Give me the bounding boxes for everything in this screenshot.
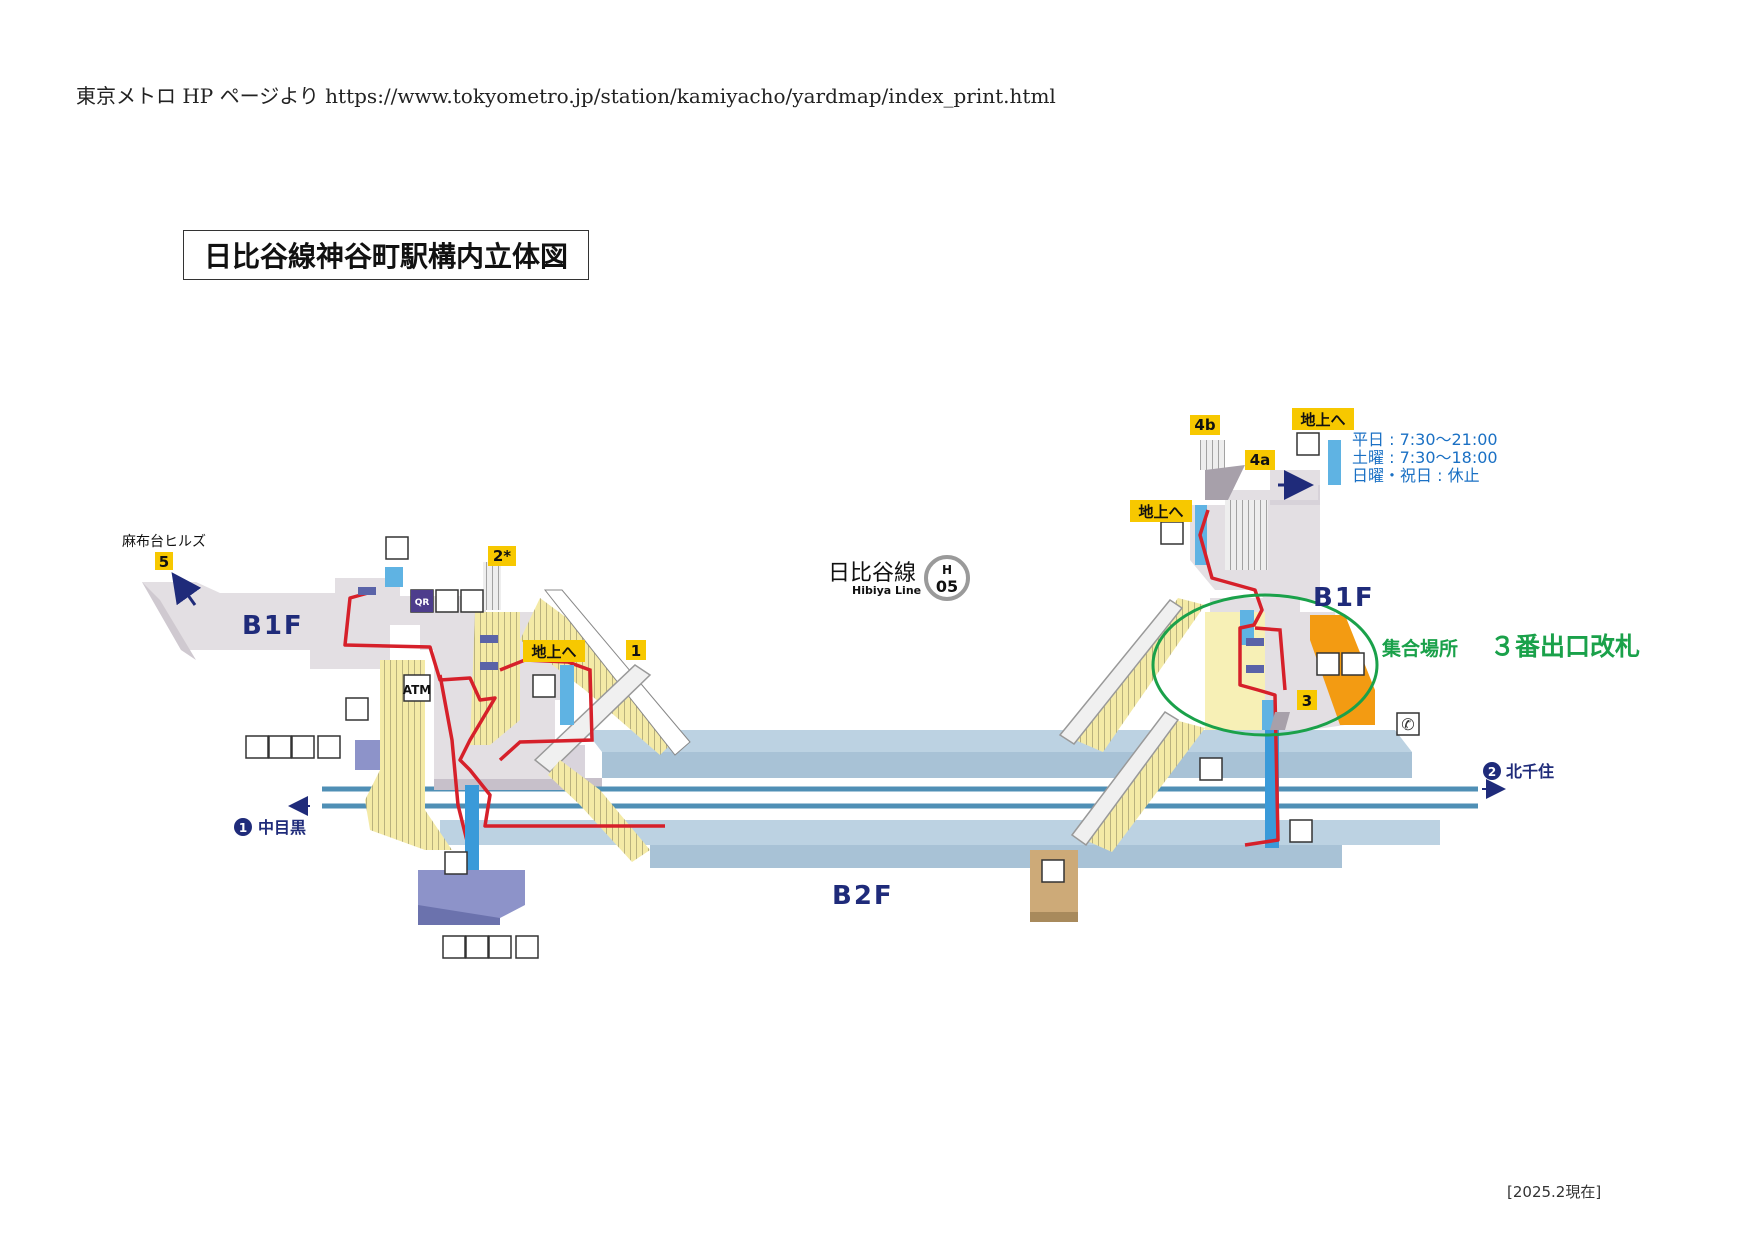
hours-weekday: 平日 : 7:30～21:00 — [1352, 430, 1498, 449]
floor-label-b2f: B2F — [832, 881, 894, 911]
line-code-number: 05 — [936, 577, 958, 596]
left-route — [343, 591, 665, 828]
left-stair-down-b2f — [548, 760, 650, 862]
right-elevator-top — [1328, 440, 1341, 485]
exit1-tag — [626, 640, 646, 660]
left-mid-stair — [470, 612, 520, 745]
right-gate-1 — [1246, 638, 1264, 646]
line-code-letter: H — [942, 563, 952, 577]
exit2-label: 2* — [493, 547, 511, 565]
right-stair-down — [1085, 720, 1205, 852]
exit1-label: 1 — [631, 642, 641, 660]
to-ground-right-mid-tag — [1130, 500, 1192, 522]
line-name-ja: 日比谷線 — [828, 561, 916, 586]
exit4b-stair — [1200, 440, 1225, 470]
right-escalator — [1058, 598, 1184, 745]
hours-saturday: 土曜 : 7:30～18:00 — [1352, 448, 1498, 467]
left-stair-to-b2f — [365, 660, 452, 850]
exit3-label: 3 — [1302, 692, 1312, 710]
to-ground-right-mid-label: 地上へ — [1138, 503, 1183, 521]
page-title: 日比谷線神谷町駅構内立体図 — [183, 230, 589, 280]
atm-label: ATM — [403, 683, 431, 697]
left-b2f-lower-shadow — [418, 905, 500, 925]
exit5-arrow — [171, 572, 202, 606]
exit4a-ramp — [1205, 465, 1245, 500]
exit4b-tag — [1190, 415, 1220, 435]
to-ground-right-top-tag — [1292, 408, 1354, 430]
facility-icons — [245, 432, 1420, 959]
left-elevator-box — [385, 567, 403, 587]
kita-senju-num: 2 — [1488, 765, 1496, 779]
rail-tracks — [322, 786, 1478, 809]
exit2-tag — [488, 546, 516, 566]
left-b2f-lower-concourse — [418, 870, 525, 918]
exit5-label: 5 — [159, 553, 169, 571]
right-escalator-down — [1070, 711, 1180, 847]
qr-box — [411, 590, 433, 612]
naka-meguro-label: 中目黒 — [258, 818, 306, 837]
exit1-stair — [520, 598, 680, 755]
exit3-tag — [1297, 690, 1317, 710]
as-of-date: [2025.2現在] — [1507, 1183, 1602, 1201]
source-note: 東京メトロ HP ページより https://www.tokyometro.jp… — [76, 84, 1056, 108]
exit2-structure — [483, 562, 501, 610]
naka-meguro-num: 1 — [239, 821, 247, 835]
meeting-point-circle — [1151, 593, 1379, 737]
meeting-label: 集合場所 — [1381, 637, 1458, 660]
left-mid-elevator — [560, 665, 574, 725]
to-ground-left-tag — [523, 640, 585, 662]
exit3-stair — [1270, 712, 1290, 730]
meeting-place: ３番出口改札 — [1490, 632, 1640, 661]
line-code-badge — [924, 555, 970, 601]
qr-label: QR — [415, 598, 430, 608]
right-stair-up — [1075, 598, 1205, 752]
b2f-platform-lower — [440, 820, 1440, 868]
b2f-center-room-base — [1030, 912, 1078, 922]
left-gate-1 — [358, 587, 376, 595]
kita-senju-label: 北千住 — [1506, 762, 1554, 781]
atm-box — [403, 674, 431, 702]
floor-label-b1f-right: B1F — [1313, 583, 1375, 613]
exit5-tag — [155, 552, 173, 570]
to-ground-left-label: 地上へ — [531, 643, 576, 661]
to-ground-right-top-label: 地上へ — [1300, 411, 1345, 429]
right-gate-2 — [1246, 665, 1264, 673]
line-name-en: Hibiya Line — [852, 584, 921, 597]
exit4a-tag — [1245, 450, 1275, 470]
right-route-b — [1254, 626, 1287, 691]
exit4b-label: 4b — [1194, 416, 1215, 434]
hours-holiday: 日曜・祝日 : 休止 — [1352, 466, 1480, 485]
exit1-stair-rail — [543, 589, 691, 756]
kita-senju-num-badge — [1483, 762, 1501, 780]
left-blue-room — [355, 740, 380, 770]
phone-icon: ✆ — [1401, 715, 1414, 734]
naka-meguro-num-badge — [234, 818, 252, 836]
exit4a-label: 4a — [1250, 451, 1271, 469]
left-gate-2 — [480, 635, 498, 643]
azabudai-hills-label: 麻布台ヒルズ — [122, 534, 206, 550]
left-gate-3 — [480, 662, 498, 670]
floor-label-b1f-left: B1F — [242, 611, 304, 641]
